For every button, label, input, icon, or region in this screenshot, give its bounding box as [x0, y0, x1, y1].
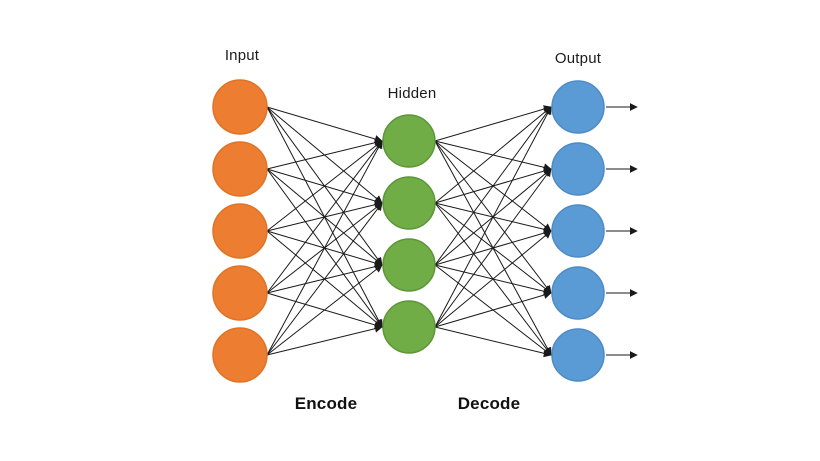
hidden-to-output-edge	[434, 230, 552, 328]
output-layer-label: Output	[554, 50, 602, 67]
hidden-to-output-edge	[434, 106, 552, 266]
hidden-to-output-edge	[434, 106, 552, 204]
output-node-2	[551, 142, 605, 196]
input-layer-label: Input	[224, 47, 260, 64]
output-node-3	[551, 204, 605, 258]
hidden-layer-label: Hidden	[387, 85, 437, 102]
input-node-5	[212, 327, 268, 383]
output-node-5	[551, 328, 605, 382]
input-to-hidden-edge	[266, 140, 383, 294]
hidden-to-output-edge	[434, 106, 552, 328]
hidden-to-output-edge	[434, 326, 552, 358]
input-to-hidden-edge	[266, 202, 383, 356]
hidden-to-output-edge	[434, 105, 552, 142]
hidden-node-2	[382, 176, 436, 230]
decode-stage-label: Decode	[457, 394, 521, 413]
input-to-hidden-edge	[266, 324, 383, 356]
input-node-4	[212, 265, 268, 321]
input-node-3	[212, 203, 268, 259]
input-to-hidden-edge	[266, 106, 383, 143]
input-to-hidden-edge	[266, 140, 383, 232]
input-node-2	[212, 141, 268, 197]
hidden-to-output-edge	[434, 291, 552, 328]
input-node-1	[212, 79, 268, 135]
output-node-1	[551, 80, 605, 134]
hidden-node-4	[382, 300, 436, 354]
hidden-node-1	[382, 114, 436, 168]
input-to-hidden-edge	[266, 140, 383, 356]
hidden-node-3	[382, 238, 436, 292]
input-to-hidden-edge	[266, 138, 383, 170]
hidden-to-output-edge	[434, 168, 552, 328]
input-to-hidden-edge	[266, 264, 383, 356]
output-node-4	[551, 266, 605, 320]
encode-stage-label: Encode	[294, 394, 358, 413]
